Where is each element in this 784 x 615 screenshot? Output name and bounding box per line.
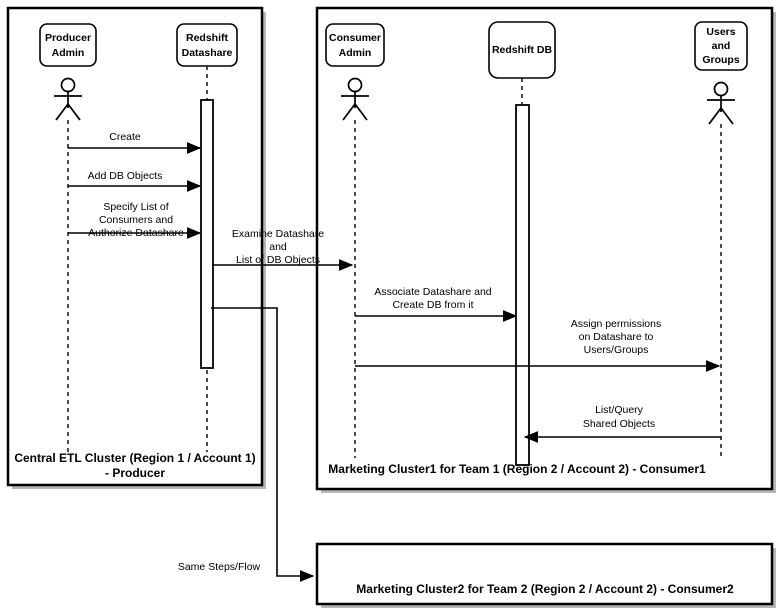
message-examine-datashare[interactable]: Examine Datashare and List of DB Objects bbox=[212, 228, 354, 271]
message-assign-permissions-label-line3: Users/Groups bbox=[584, 344, 649, 356]
message-examine-datashare-label-line2: and bbox=[269, 241, 287, 253]
activation-redshift-datashare bbox=[200, 99, 214, 369]
message-add-db-objects-label-line1: Add DB Objects bbox=[88, 170, 163, 182]
lifeline-redshift-db[interactable]: Redshift DB bbox=[488, 21, 556, 466]
panel-producer-label-line1: Central ETL Cluster (Region 1 / Account … bbox=[14, 451, 255, 465]
message-list-query-shared-objects-label-line2: Shared Objects bbox=[583, 418, 655, 430]
panel-producer: Central ETL Cluster (Region 1 / Account … bbox=[6, 6, 266, 489]
panel-consumer2-label: Marketing Cluster2 for Team 2 (Region 2 … bbox=[356, 582, 734, 596]
lifeline-label-consumer-admin-line2: Admin bbox=[339, 47, 372, 59]
branch-same-steps-flow[interactable]: Same Steps/Flow bbox=[178, 307, 315, 582]
lifeline-label-producer-admin-line1: Producer bbox=[45, 32, 91, 44]
message-examine-datashare-label-line3: List of DB Objects bbox=[236, 254, 320, 266]
lifeline-label-redshift-db: Redshift DB bbox=[492, 44, 553, 56]
lifeline-box-producer-admin bbox=[39, 23, 97, 67]
actor-stick-figure-producer-admin bbox=[54, 77, 82, 121]
message-list-query-shared-objects[interactable]: List/Query Shared Objects bbox=[523, 404, 721, 443]
message-add-db-objects[interactable]: Add DB Objects bbox=[68, 170, 202, 192]
lifeline-users-and-groups[interactable]: Users and Groups bbox=[694, 21, 748, 458]
lifeline-box-redshift-datashare bbox=[176, 23, 238, 67]
lifeline-label-users-and-groups-line2: and bbox=[712, 40, 731, 52]
lifeline-label-users-and-groups-line3: Groups bbox=[702, 54, 739, 66]
message-associate-datashare-create-db[interactable]: Associate Datashare and Create DB from i… bbox=[355, 286, 518, 322]
lifeline-box-consumer-admin bbox=[325, 23, 385, 67]
message-assign-permissions-label-line1: Assign permissions bbox=[571, 318, 661, 330]
message-create[interactable]: Create bbox=[68, 131, 202, 154]
actor-stick-figure-consumer-admin bbox=[341, 77, 369, 121]
message-assign-permissions-label-line2: on Datashare to bbox=[579, 331, 654, 343]
lifeline-label-consumer-admin-line1: Consumer bbox=[329, 32, 381, 44]
panel-consumer1: Marketing Cluster1 for Team 1 (Region 2 … bbox=[315, 6, 776, 493]
lifeline-label-producer-admin-line2: Admin bbox=[52, 47, 85, 59]
lifeline-consumer-admin[interactable]: Consumer Admin bbox=[325, 23, 385, 458]
lifeline-redshift-datashare[interactable]: Redshift Datashare bbox=[176, 23, 238, 452]
message-list-query-shared-objects-label-line1: List/Query bbox=[595, 404, 644, 416]
panel-producer-label-line2: - Producer bbox=[105, 466, 165, 480]
lifeline-box-users-and-groups bbox=[694, 21, 748, 71]
lifeline-producer-admin[interactable]: Producer Admin bbox=[39, 23, 97, 452]
lifeline-label-redshift-datashare-line2: Datashare bbox=[182, 47, 233, 59]
lifeline-label-redshift-datashare-line1: Redshift bbox=[186, 32, 229, 44]
message-specify-list-authorize[interactable]: Specify List of Consumers and Authorize … bbox=[68, 201, 202, 239]
activation-redshift-db bbox=[515, 104, 530, 466]
message-associate-datashare-create-db-label-line1: Associate Datashare and bbox=[374, 286, 491, 298]
message-create-label-line1: Create bbox=[109, 131, 141, 143]
lifeline-label-users-and-groups-line1: Users bbox=[706, 26, 735, 38]
message-examine-datashare-label-line1: Examine Datashare bbox=[232, 228, 324, 240]
message-assign-permissions[interactable]: Assign permissions on Datashare to Users… bbox=[355, 318, 721, 372]
branch-same-steps-flow-label: Same Steps/Flow bbox=[178, 561, 261, 573]
message-specify-list-authorize-label-line2: Consumers and bbox=[99, 214, 173, 226]
message-specify-list-authorize-label-line1: Specify List of bbox=[103, 201, 168, 213]
panel-consumer1-label: Marketing Cluster1 for Team 1 (Region 2 … bbox=[328, 462, 706, 476]
panel-consumer2: Marketing Cluster2 for Team 2 (Region 2 … bbox=[315, 542, 776, 608]
message-associate-datashare-create-db-label-line2: Create DB from it bbox=[392, 299, 473, 311]
actor-stick-figure-users-and-groups bbox=[707, 81, 735, 125]
branch-same-steps-flow-connector bbox=[211, 307, 315, 582]
